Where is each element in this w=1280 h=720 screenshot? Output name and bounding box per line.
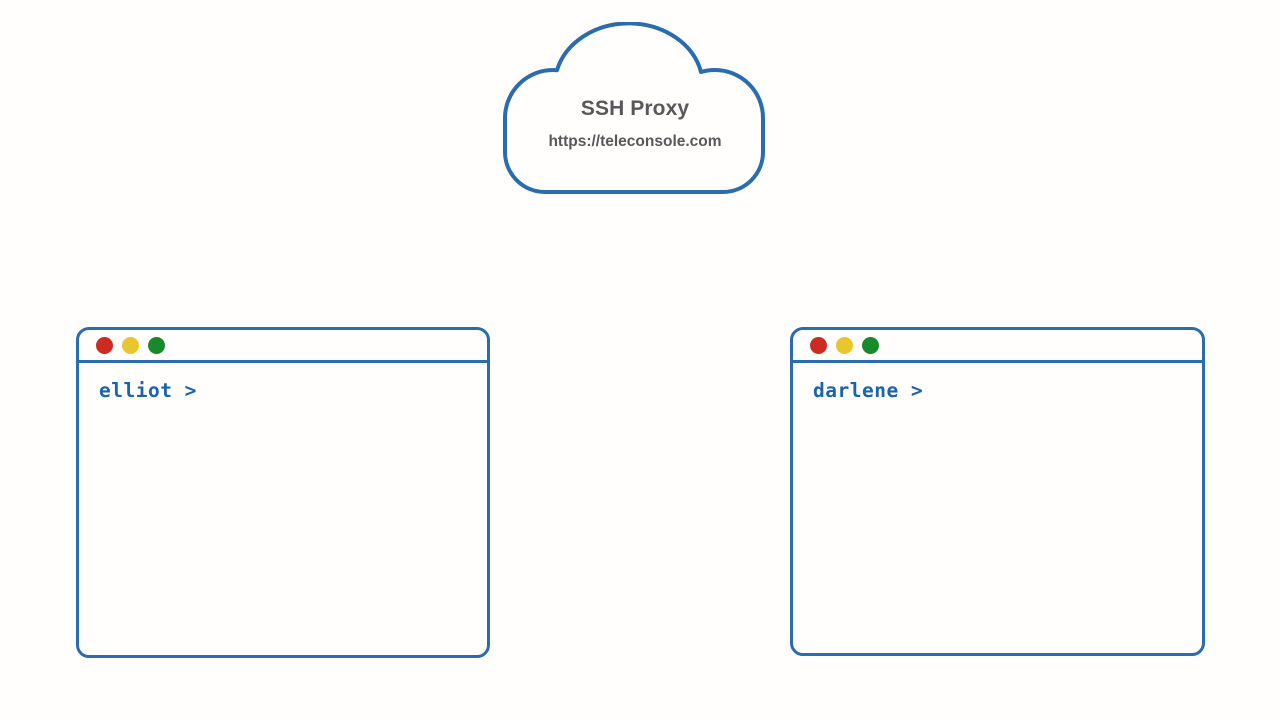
minimize-dot-icon[interactable] [122, 336, 139, 354]
elliot-terminal-titlebar[interactable] [79, 330, 487, 363]
close-dot-icon[interactable] [96, 336, 113, 354]
darlene-prompt-text: darlene > [813, 379, 924, 402]
darlene-terminal-window[interactable]: darlene > [790, 327, 1205, 656]
darlene-terminal-body[interactable]: darlene > [793, 363, 1202, 402]
close-dot-icon[interactable] [810, 336, 827, 354]
maximize-dot-icon[interactable] [862, 336, 879, 354]
minimize-dot-icon[interactable] [836, 336, 853, 354]
elliot-terminal-window[interactable]: elliot > [76, 327, 490, 658]
darlene-terminal-titlebar[interactable] [793, 330, 1202, 363]
cloud-shape-icon [503, 22, 765, 194]
maximize-dot-icon[interactable] [148, 336, 165, 354]
elliot-prompt-text: elliot > [99, 379, 197, 402]
elliot-terminal-body[interactable]: elliot > [79, 363, 487, 402]
ssh-proxy-cloud: SSH Proxy https://teleconsole.com [495, 22, 775, 202]
